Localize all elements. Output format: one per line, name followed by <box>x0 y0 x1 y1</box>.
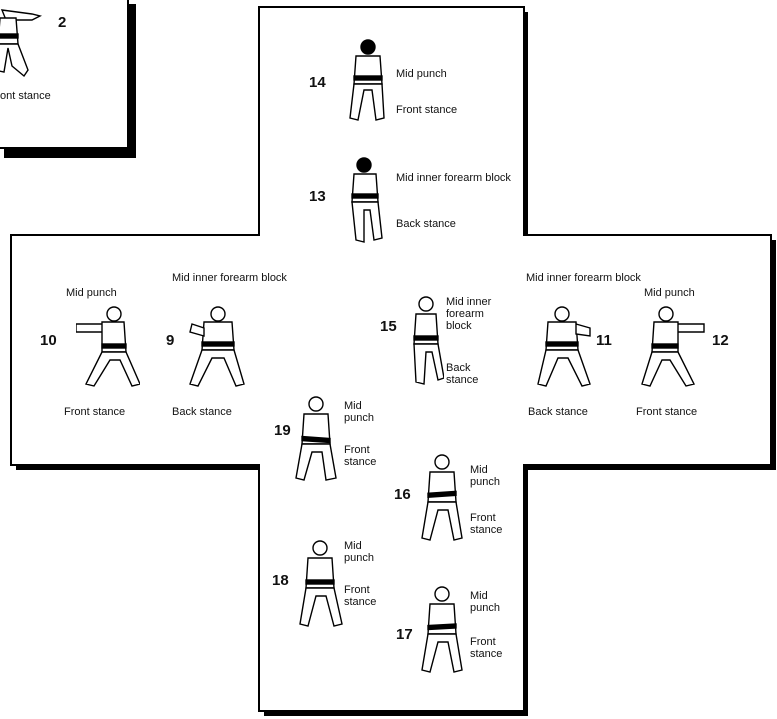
move-13-technique: Mid inner forearm block <box>396 172 511 184</box>
move-9-number: 9 <box>166 332 175 349</box>
move-10-stance: Front stance <box>64 406 126 418</box>
move-12-stance: Front stance <box>636 406 698 418</box>
move-14-number: 14 <box>309 74 326 91</box>
move-9-figure <box>189 306 245 387</box>
move-10-number: 10 <box>40 332 57 349</box>
move-12-number: 12 <box>712 332 729 349</box>
move-9-technique: Mid inner forearm block <box>172 272 287 284</box>
move-17-figure <box>421 586 463 673</box>
move-18-figure <box>299 540 343 627</box>
move-15-technique: Mid inner forearm block <box>446 296 492 332</box>
move-16-stance: Front stance <box>470 512 503 536</box>
move-10-figure <box>76 306 140 387</box>
move-11-technique: Mid inner forearm block <box>526 272 641 284</box>
move-13-figure <box>351 157 383 243</box>
move-19-technique: Mid punch <box>344 400 374 424</box>
move-14-figure <box>349 39 385 121</box>
move-12-technique: Mid punch <box>644 287 695 299</box>
move-2-number: 2 <box>58 14 67 31</box>
move-16-technique: Mid punch <box>470 464 500 488</box>
move-9-stance: Back stance <box>172 406 232 418</box>
move-18-stance: Front stance <box>344 584 377 608</box>
move-14-technique: Mid punch <box>396 68 447 80</box>
move-10-technique: Mid punch <box>66 287 117 299</box>
move-11-number: 11 <box>596 332 612 349</box>
move-19-figure <box>295 396 337 481</box>
move-11-figure <box>537 306 591 387</box>
move-15-figure <box>413 296 444 385</box>
move-15-stance: Back stance <box>446 362 479 386</box>
move-2-figure <box>0 9 43 78</box>
move-17-technique: Mid punch <box>470 590 500 614</box>
move-19-stance: Front stance <box>344 444 377 468</box>
move-17-stance: Front stance <box>470 636 503 660</box>
move-16-number: 16 <box>394 486 411 503</box>
move-15-number: 15 <box>380 318 397 335</box>
move-18-technique: Mid punch <box>344 540 374 564</box>
move-16-figure <box>421 454 463 541</box>
move-13-stance: Back stance <box>396 218 456 230</box>
move-13-number: 13 <box>309 188 326 205</box>
move-14-stance: Front stance <box>396 104 458 116</box>
move-12-figure <box>641 306 705 387</box>
move-17-number: 17 <box>396 626 413 643</box>
cross-panel <box>10 6 772 712</box>
move-18-number: 18 <box>272 572 289 589</box>
move-2-stance: ont stance <box>0 90 51 102</box>
move-19-number: 19 <box>274 422 291 439</box>
move-11-stance: Back stance <box>528 406 588 418</box>
small-panel <box>0 0 129 149</box>
